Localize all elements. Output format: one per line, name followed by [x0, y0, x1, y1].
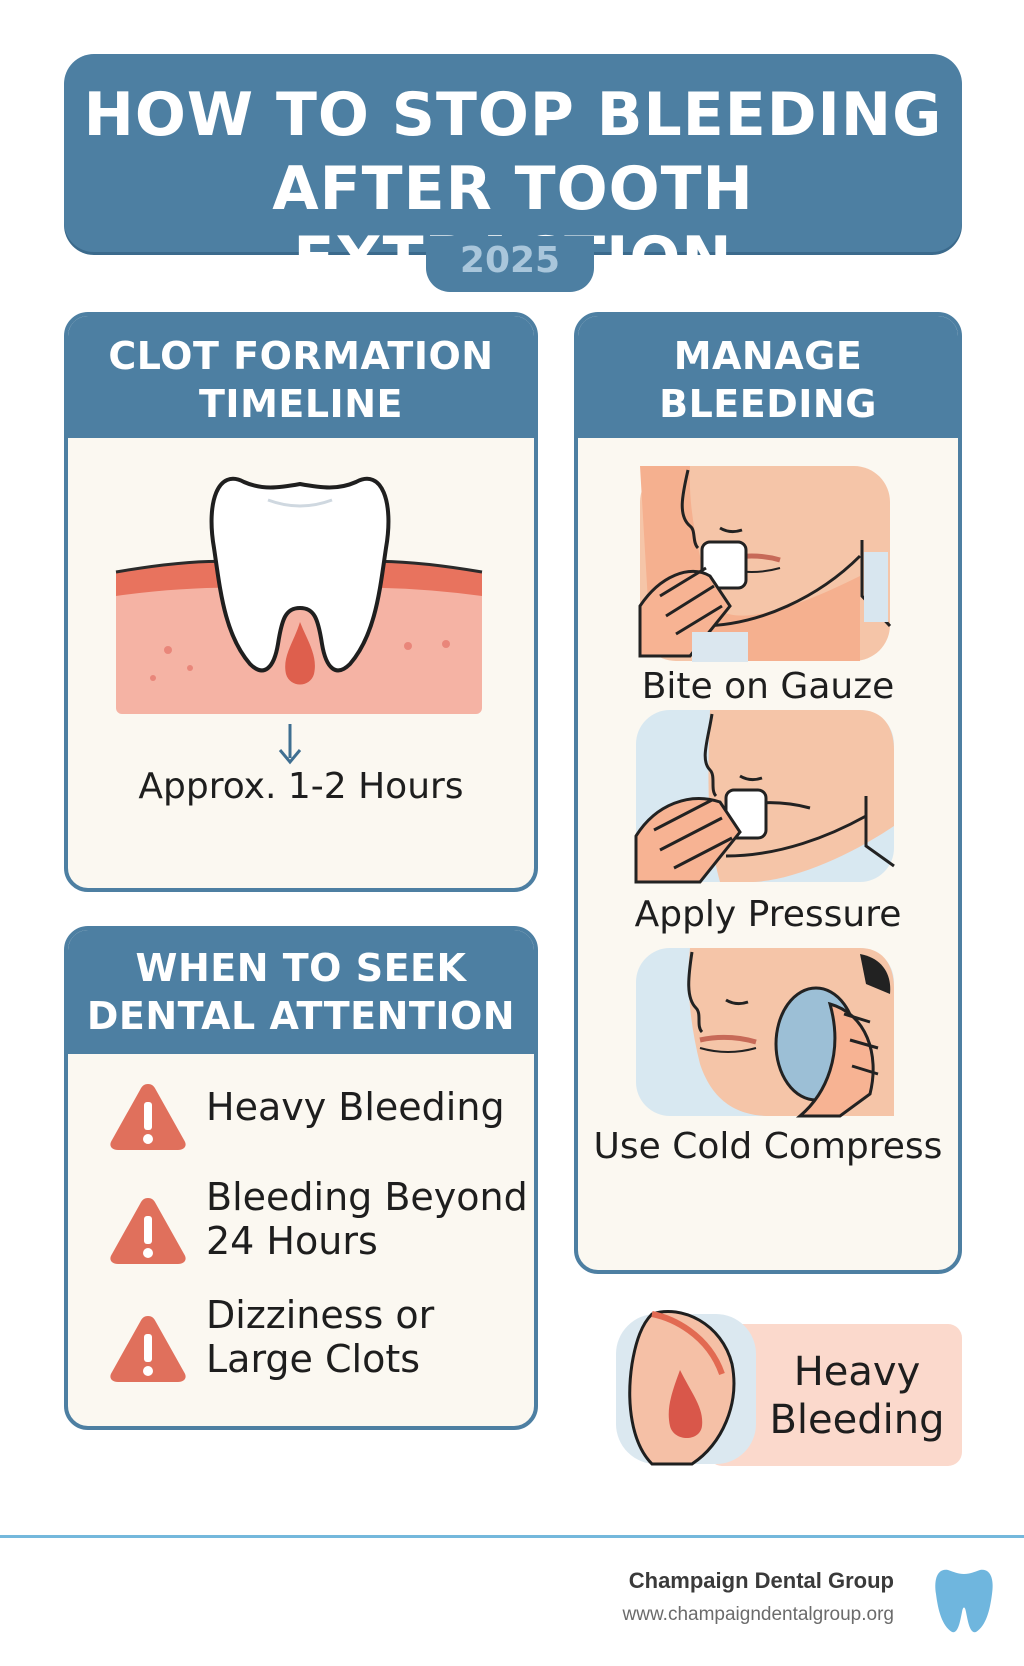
warning-triangle-icon	[110, 1198, 186, 1264]
heavy-label-line-2: Bleeding	[769, 1397, 945, 1443]
year-badge: 2025	[426, 236, 594, 292]
cold-compress-icon	[636, 948, 894, 1118]
bite-gauze-icon	[638, 466, 892, 662]
blood-drop-icon	[616, 1309, 756, 1466]
warning-text-line-2: Large Clots	[206, 1337, 421, 1381]
manage-bleeding-heading: MANAGE BLEEDING	[578, 316, 958, 438]
clot-heading-line-2: TIMELINE	[199, 382, 403, 426]
manage-heading-line-2: BLEEDING	[659, 382, 877, 426]
seek-attention-card: WHEN TO SEEK DENTAL ATTENTION Heavy Blee…	[64, 926, 538, 1430]
warning-text-line-1: Bleeding Beyond	[206, 1175, 528, 1219]
warning-triangle-icon	[110, 1084, 186, 1150]
title-banner: HOW TO STOP BLEEDING AFTER TOOTH EXTRACT…	[64, 54, 962, 294]
apply-pressure-icon	[634, 710, 895, 884]
warning-item: Heavy Bleeding	[108, 1080, 505, 1156]
tooth-logo-icon	[935, 1569, 993, 1633]
warning-text-line-1: Dizziness or	[206, 1293, 435, 1337]
seek-heading-line-2: DENTAL ATTENTION	[86, 994, 516, 1038]
heavy-bleeding-badge: Heavy Bleeding	[612, 1300, 962, 1470]
step-label-cold-compress: Use Cold Compress	[593, 1126, 943, 1167]
footer-divider	[0, 1535, 1024, 1538]
clot-timeline-card: CLOT FORMATION TIMELINE Approx. 1-2 Hour…	[64, 312, 538, 892]
warning-text-line-1: Heavy Bleeding	[206, 1085, 505, 1129]
seek-heading-line-1: WHEN TO SEEK	[135, 946, 467, 990]
footer-org-name: Champaign Dental Group	[628, 1568, 894, 1593]
tooth-socket-icon	[115, 476, 483, 765]
warning-item: Dizziness or Large Clots	[108, 1293, 434, 1388]
warning-text-line-2: 24 Hours	[206, 1219, 378, 1263]
warning-triangle-icon	[110, 1316, 186, 1382]
page-title-line-1: HOW TO STOP BLEEDING	[83, 80, 943, 150]
footer-url[interactable]: www.champaigndentalgroup.org	[622, 1604, 894, 1625]
heavy-label-line-1: Heavy	[793, 1349, 921, 1395]
manage-bleeding-card: MANAGE BLEEDING Bite on Gauze Apply Pres…	[574, 312, 962, 1274]
warning-item: Bleeding Beyond 24 Hours	[108, 1175, 528, 1270]
manage-heading-line-1: MANAGE	[673, 334, 863, 378]
clot-timeline-heading: CLOT FORMATION TIMELINE	[68, 316, 534, 438]
clot-heading-line-1: CLOT FORMATION	[108, 334, 494, 378]
clot-time-caption: Approx. 1-2 Hours	[138, 766, 464, 807]
step-label-bite-gauze: Bite on Gauze	[641, 666, 895, 707]
heavy-bleeding-label: Heavy Bleeding	[752, 1348, 962, 1444]
seek-attention-heading: WHEN TO SEEK DENTAL ATTENTION	[68, 930, 534, 1054]
step-label-apply-pressure: Apply Pressure	[634, 894, 902, 935]
